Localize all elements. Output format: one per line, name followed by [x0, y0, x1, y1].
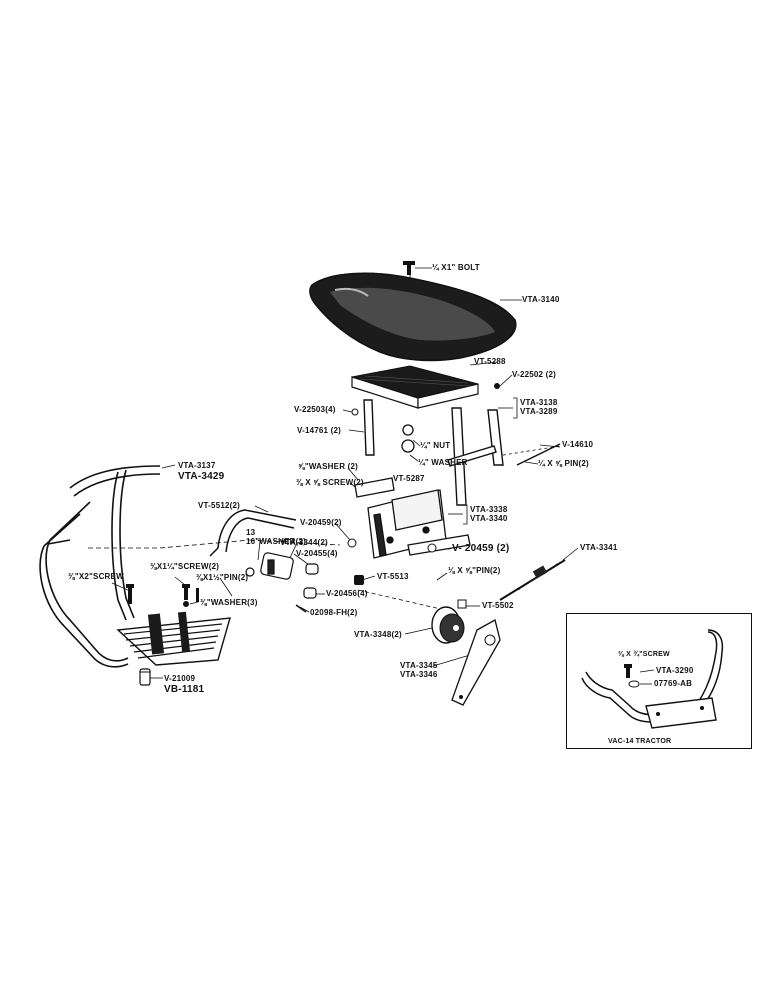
vta3338-label: VTA-3338 VTA-3340 [470, 505, 508, 523]
seat-bracket-label: VT-5288 [474, 357, 506, 366]
v14610-pin [516, 443, 561, 466]
v20456-label: V-20456(4) [326, 589, 368, 598]
inset-vta3290-label: VTA-3290 [656, 666, 694, 675]
left-screws [126, 584, 199, 607]
v14761-label: V-14761 (2) [297, 426, 342, 435]
v22502-fastener [494, 383, 500, 389]
bolt-label: ¼ X1" BOLT [432, 263, 480, 272]
vta3345-label: VTA-3345 VTA-3346 [400, 661, 438, 679]
seat-bracket [351, 365, 479, 409]
spacer-blocks [245, 552, 319, 599]
v20459-big-part [427, 543, 437, 553]
vt5512-label: VT-5512(2) [198, 501, 241, 510]
seat-label: VTA-3140 [522, 295, 560, 304]
v22502-label: V-22502 (2) [512, 370, 557, 379]
footrest-plate [116, 611, 231, 666]
screw-1-1-4-label: ⅜X1¼"SCREW(2) [150, 562, 220, 571]
pin-three-eight-label: ⅛ X ⅝"PIN(2) [448, 566, 501, 575]
seat-pan [309, 272, 517, 362]
washer-part [401, 439, 415, 453]
o2098-label: 02098-FH(2) [310, 608, 358, 617]
v21009-bushing [139, 668, 151, 686]
bolt-part [403, 261, 415, 275]
vt5513-part [354, 575, 364, 585]
rod-assembly [499, 559, 566, 601]
nut-label: ¼" NUT [420, 441, 451, 450]
pin-1-1-2-label: ⅜X1½"PIN(2) [196, 573, 249, 582]
v20459-small-label: V-20459(2) [300, 518, 342, 527]
vta3344-label: VTA-3344(2) [280, 538, 328, 547]
screw-38-label: ⅜ X ⅝ SCREW(2) [296, 478, 364, 487]
v20459-big-label: V- 20459 (2) [452, 543, 510, 554]
footrest-frame [39, 465, 161, 668]
inset-drawing [581, 629, 724, 729]
vt5502-part [457, 599, 467, 609]
vta3341-label: VTA-3341 [580, 543, 618, 552]
inset-panel [566, 613, 752, 749]
vta3429-label: VTA-3429 [178, 471, 225, 482]
v20455-label: V-20455(4) [296, 549, 338, 558]
side-straps [363, 399, 504, 506]
vta3138-label: VTA-3138 VTA-3289 [520, 398, 558, 416]
washer-13-label: 13 16"WASHER(2) [246, 528, 306, 546]
handle-rods [209, 509, 297, 557]
vt5513-label: VT-5513 [377, 572, 409, 581]
o2098-pin [295, 604, 307, 613]
screw-x2-label: ⅜"X2"SCREW [68, 572, 124, 581]
pin-two-label: ¼ X ⅝ PIN(2) [538, 459, 589, 468]
vt5287-label: VT-5287 [393, 474, 425, 483]
v22503-fastener [351, 408, 359, 416]
v14610-label: V-14610 [562, 440, 594, 449]
v20459-small-part [347, 538, 357, 548]
washer-quarter-label: ¼" WASHER [418, 458, 468, 467]
v22503-label: V-22503(4) [294, 405, 336, 414]
vta3348-label: VTA-3348(2) [354, 630, 402, 639]
vta3137-label: VTA-3137 [178, 461, 216, 470]
washer-five-label: ⅝"WASHER (2) [298, 462, 358, 471]
washer-three-label: ⅜"WASHER(3) [200, 598, 258, 607]
side-plate [451, 619, 501, 706]
inset-o7769-label: 07769-AB [654, 679, 693, 688]
center-plates [354, 477, 471, 559]
roller-part [431, 606, 465, 644]
nut-part [402, 424, 414, 436]
v21009-label: V-21009 [164, 674, 196, 683]
inset-screw-label: ⅜ X ¾"SCREW [618, 651, 670, 658]
inset-caption: VAC-14 TRACTOR [608, 738, 672, 745]
vb1181-label: VB-1181 [164, 684, 205, 695]
vt5502-label: VT-5502 [482, 601, 514, 610]
